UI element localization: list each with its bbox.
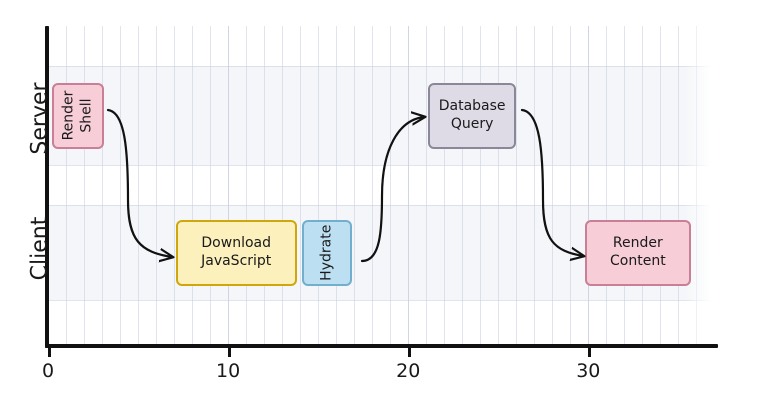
vgridline [264,26,266,345]
vgridline [516,26,518,345]
vgridline [696,26,698,345]
vgridline [138,26,140,345]
vgridline [408,26,410,345]
vgridline [570,26,572,345]
vgridline [84,26,86,345]
vgridline [552,26,554,345]
vgridline [660,26,662,345]
vgridline [714,26,716,345]
vgridline [462,26,464,345]
hgridline [48,165,718,166]
x-axis-tick [588,348,592,357]
vgridline [624,26,626,345]
vgridline [426,26,428,345]
x-axis-tick-label: 30 [576,360,601,382]
vgridline [372,26,374,345]
hgridline [48,205,718,206]
vgridline [498,26,500,345]
x-axis-tick-label: 0 [41,360,55,382]
y-axis-line [45,26,49,348]
plot-area [48,26,718,345]
vgridline [390,26,392,345]
vgridline [480,26,482,345]
vgridline [282,26,284,345]
vgridline [66,26,67,345]
x-axis-tick [48,348,51,357]
vgridline [120,26,122,345]
lane-label-server: Server [27,82,53,155]
vgridline [642,26,644,345]
vgridline [246,26,248,345]
x-axis-tick-label: 20 [396,360,421,382]
vgridline [534,26,536,345]
vgridline [444,26,446,345]
x-axis-tick-label: 10 [216,360,241,382]
vgridline [318,26,320,345]
hgridline [48,66,718,67]
lane-band-server [48,66,718,165]
x-axis-tick [408,348,412,357]
vgridline [192,26,194,345]
task-bar-label: Hydrate [318,224,335,281]
vgridline [102,26,104,345]
hgridline [48,300,718,301]
vgridline [678,26,680,345]
x-axis-line [45,344,718,348]
vgridline [354,26,356,345]
vgridline [228,26,230,345]
x-axis-tick [228,348,232,357]
vgridline [210,26,212,345]
vgridline [174,26,176,345]
vgridline [588,26,590,345]
vgridline [156,26,158,345]
vgridline [606,26,608,345]
lane-label-client: Client [27,216,53,281]
vgridline [336,26,338,345]
task-bar[interactable]: Hydrate [301,219,353,286]
vgridline [300,26,302,345]
